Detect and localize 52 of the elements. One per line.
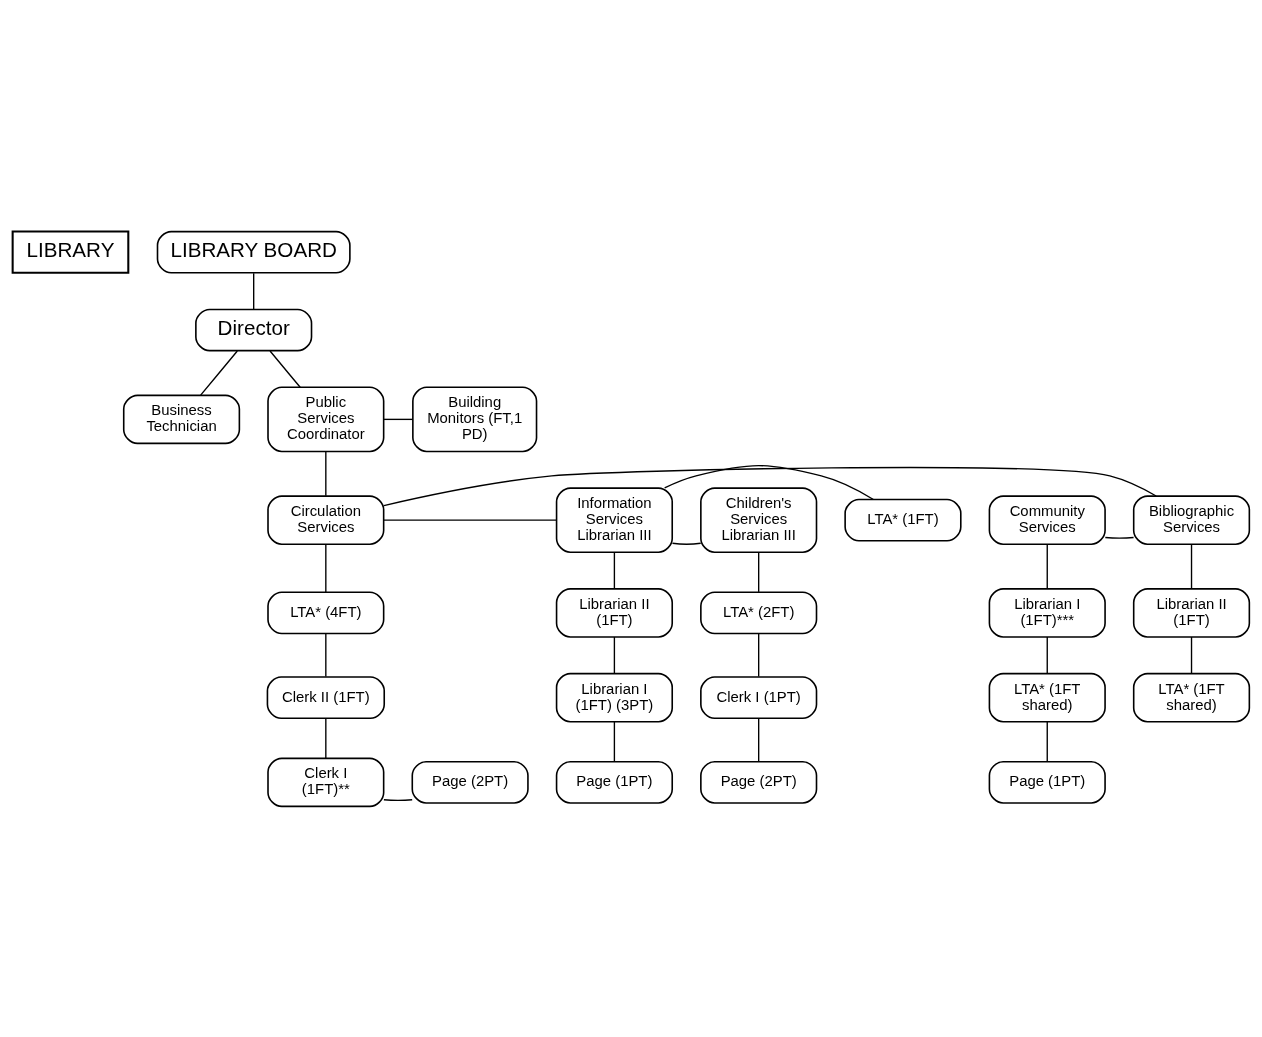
node-box: LTA* (1FT shared)	[1132, 672, 1251, 722]
node-box: Public Services Coordinator	[267, 386, 385, 452]
node-box: LIBRARY BOARD	[156, 230, 351, 274]
connector	[613, 720, 616, 762]
node-box: Bibliographic Services	[1132, 494, 1251, 545]
node-box: Page (2PT)	[411, 760, 529, 804]
connector	[613, 551, 616, 589]
connector	[325, 450, 327, 497]
connector	[1104, 536, 1135, 539]
connector	[758, 551, 760, 593]
node-box: Librarian I (1FT) (3PT)	[555, 672, 673, 722]
node-box: Librarian II (1FT)	[1132, 587, 1251, 638]
node-box: Clerk I (1FT)**	[267, 757, 385, 807]
connector	[1046, 720, 1048, 762]
node-box: Business Technician	[122, 394, 241, 444]
connector	[1190, 635, 1193, 674]
connector	[325, 717, 327, 759]
connector	[253, 272, 255, 310]
connector	[758, 632, 760, 677]
connector	[613, 635, 616, 674]
node-box: LTA* (1FT)	[844, 498, 962, 542]
connector	[758, 717, 760, 762]
node-box: LTA* (2FT)	[700, 591, 818, 634]
node-box: LIBRARY	[11, 230, 130, 274]
connector	[383, 466, 1157, 506]
node-box: Page (2PT)	[700, 760, 818, 804]
node-box: Children's Services Librarian III	[700, 486, 818, 553]
connector	[325, 632, 327, 677]
connector	[383, 418, 414, 420]
connector	[325, 543, 327, 593]
node-box: Information Services Librarian III	[555, 486, 673, 553]
node-box: LTA* (1FT shared)	[988, 672, 1106, 722]
node-box: Director	[195, 308, 313, 351]
connector	[1190, 543, 1193, 590]
node-box: Librarian I (1FT)***	[988, 587, 1106, 638]
node-box: Clerk I (1PT)	[700, 675, 818, 719]
node-box: Clerk II (1FT)	[266, 675, 386, 719]
node-box: Librarian II (1FT)	[555, 587, 673, 638]
connector	[1046, 635, 1048, 674]
connector	[269, 349, 301, 388]
node-box: Circulation Services	[267, 494, 385, 545]
connector	[383, 518, 557, 521]
node-box: Page (1PT)	[555, 760, 673, 804]
connector	[663, 464, 875, 500]
node-box: Page (1PT)	[988, 760, 1106, 804]
node-box: LTA* (4FT)	[267, 591, 385, 634]
node-box: Community Services	[988, 494, 1106, 545]
connector	[671, 542, 702, 545]
connector	[1046, 543, 1048, 590]
connector	[383, 798, 413, 801]
node-box: Building Monitors (FT,1 PD)	[412, 386, 538, 452]
connector	[199, 349, 238, 396]
